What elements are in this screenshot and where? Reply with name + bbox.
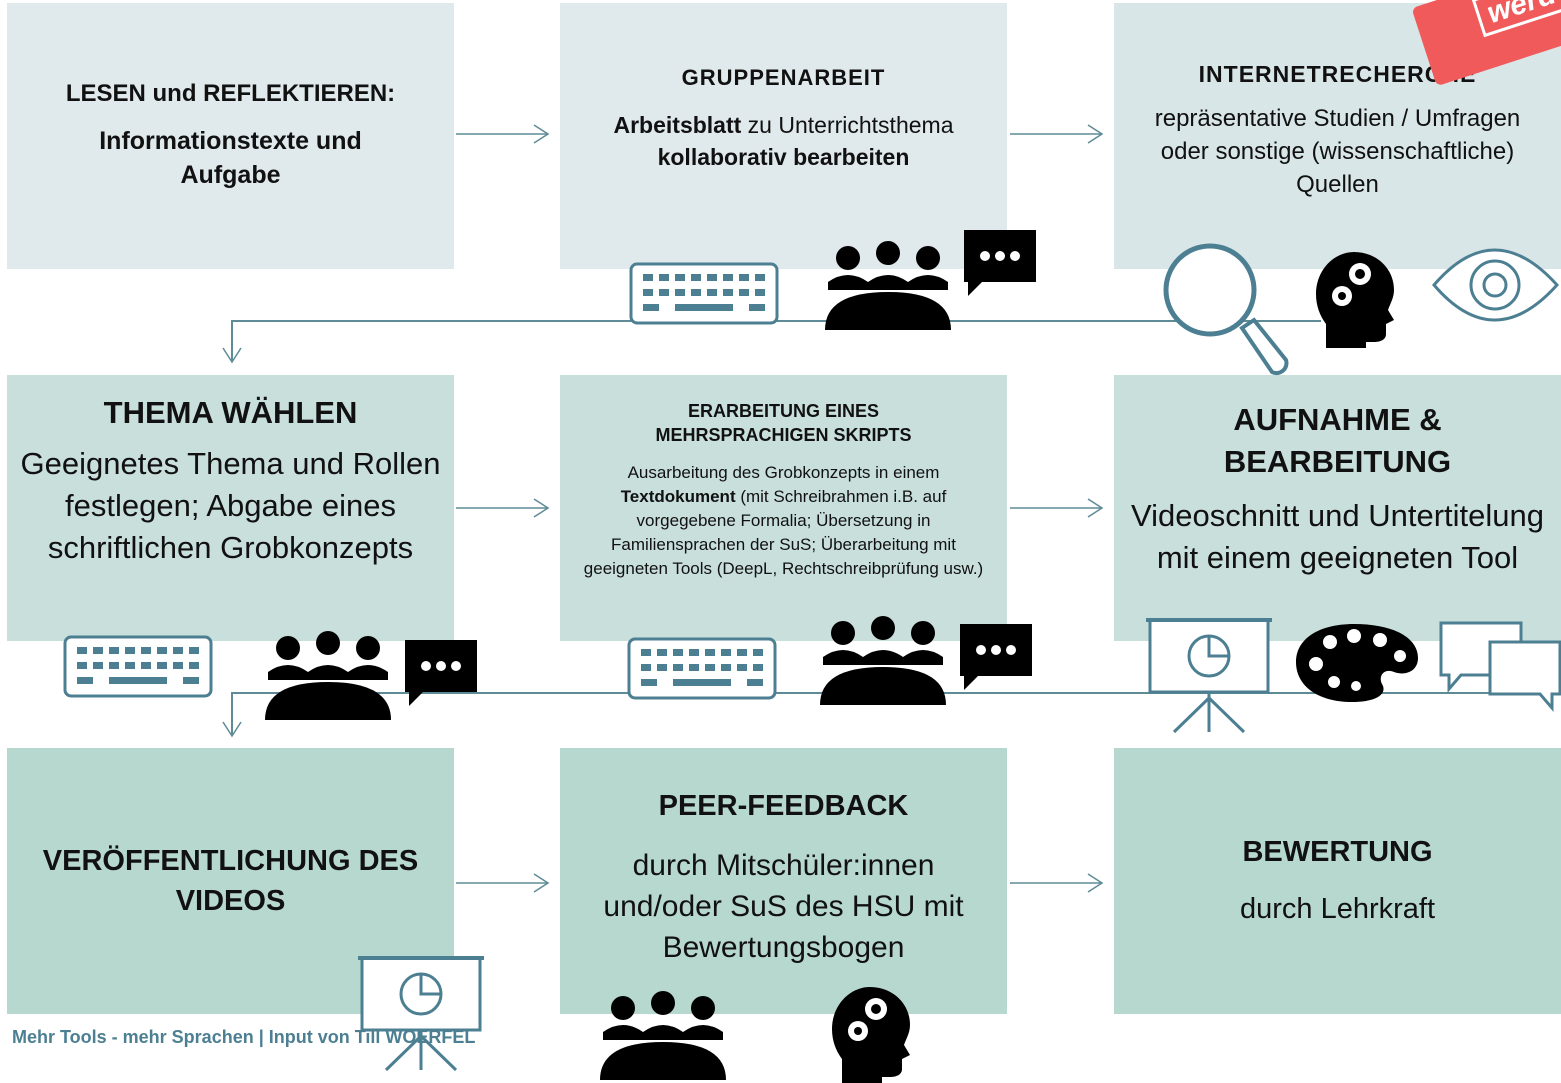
step-internetrecherche-body: repräsentative Studien / Umfragen oder s…: [1154, 105, 1521, 198]
arrow-right-2: [1010, 124, 1104, 144]
step-peer-feedback: PEER-FEEDBACK durch Mitschüler:innen und…: [560, 748, 1007, 1014]
return-line-2-down: [231, 692, 233, 736]
arrow-right-5: [456, 873, 550, 893]
palette-icon: [1296, 624, 1418, 702]
arrow-right-4: [1010, 498, 1104, 518]
step-skript-title: ERARBEITUNG EINES MEHRSPRACHIGEN SKRIPTS: [655, 401, 912, 445]
group-meeting-icon: [600, 991, 726, 1080]
keyboard-icon: [63, 635, 213, 698]
arrow-right-1: [456, 124, 550, 144]
step-bewertung-body: durch Lehrkraft: [1239, 893, 1436, 925]
keyboard-icon: [629, 262, 779, 325]
step-gruppenarbeit: GRUPPENARBEIT Arbeitsblatt zu Unterricht…: [560, 3, 1007, 269]
chat-bubble-icon: [405, 640, 477, 706]
step-aufnahme-body: Videoschnitt und Untertitelung mit einem…: [1130, 498, 1545, 575]
chat-bubbles-icon: [1439, 621, 1561, 713]
arrow-down-1: [222, 347, 242, 364]
step-gruppenarbeit-t1: zu Unterrichtsthema: [741, 112, 954, 138]
step-skript: ERARBEITUNG EINES MEHRSPRACHIGEN SKRIPTS…: [560, 375, 1007, 641]
step-bewertung: BEWERTUNG durch Lehrkraft: [1114, 748, 1561, 1014]
group-meeting-icon: [820, 616, 946, 705]
presentation-icon: [358, 956, 484, 1072]
presentation-icon: [1146, 618, 1272, 734]
step-skript-t1: Ausarbeitung des Grobkonzepts in einem: [627, 463, 940, 482]
group-meeting-icon: [825, 241, 951, 330]
step-skript-b1: Textdokument: [620, 487, 736, 506]
chat-bubble-icon: [964, 230, 1036, 296]
stamp-text: werd: [1471, 0, 1561, 38]
step-bewertung-title: BEWERTUNG: [1242, 836, 1433, 868]
step-aufnahme-title: AUFNAHME & BEARBEITUNG: [1223, 402, 1452, 479]
arrow-down-2: [222, 721, 242, 738]
eye-icon: [1432, 248, 1560, 322]
step-gruppenarbeit-body: Arbeitsblatt zu Unterrichtsthema kollabo…: [584, 109, 984, 173]
keyboard-icon: [627, 637, 777, 700]
chat-bubble-icon: [960, 624, 1032, 690]
step-peer-title: PEER-FEEDBACK: [658, 790, 909, 822]
step-gruppenarbeit-b1: Arbeitsblatt: [613, 112, 742, 138]
step-peer-body: durch Mitschüler:innen und/oder SuS des …: [603, 849, 964, 964]
step-gruppenarbeit-b2: kollaborativ bearbeiten: [657, 144, 910, 170]
arrow-right-3: [456, 498, 550, 518]
step-veroeff-title: VERÖFFENTLICHUNG DES VIDEOS: [42, 845, 419, 917]
step-thema-title: THEMA WÄHLEN: [103, 395, 358, 430]
step-skript-body: Ausarbeitung des Grobkonzepts in einem T…: [574, 461, 994, 581]
step-lesen-body: Informationstexte und Aufgabe: [99, 127, 362, 189]
return-line-1-down: [231, 320, 233, 362]
magnifier-icon: [1163, 243, 1289, 376]
head-gears-icon: [832, 987, 910, 1083]
step-thema-waehlen: THEMA WÄHLEN Geeignetes Thema und Rollen…: [7, 375, 454, 641]
step-lesen: LESEN und REFLEKTIEREN: Informationstext…: [7, 3, 454, 269]
head-gears-icon: [1316, 252, 1394, 348]
arrow-right-6: [1010, 873, 1104, 893]
footer-credit: Mehr Tools - mehr Sprachen | Input von T…: [12, 1027, 476, 1047]
step-gruppenarbeit-title: GRUPPENARBEIT: [681, 65, 886, 90]
step-lesen-title: LESEN und REFLEKTIEREN:: [65, 80, 396, 107]
step-thema-body: Geeignetes Thema und Rollen festlegen; A…: [20, 446, 441, 565]
step-skript-t2: (mit Schreibrahmen i.B. auf vorgegebene …: [583, 487, 984, 578]
group-meeting-icon: [265, 631, 391, 720]
step-aufnahme: AUFNAHME & BEARBEITUNG Videoschnitt und …: [1114, 375, 1561, 641]
